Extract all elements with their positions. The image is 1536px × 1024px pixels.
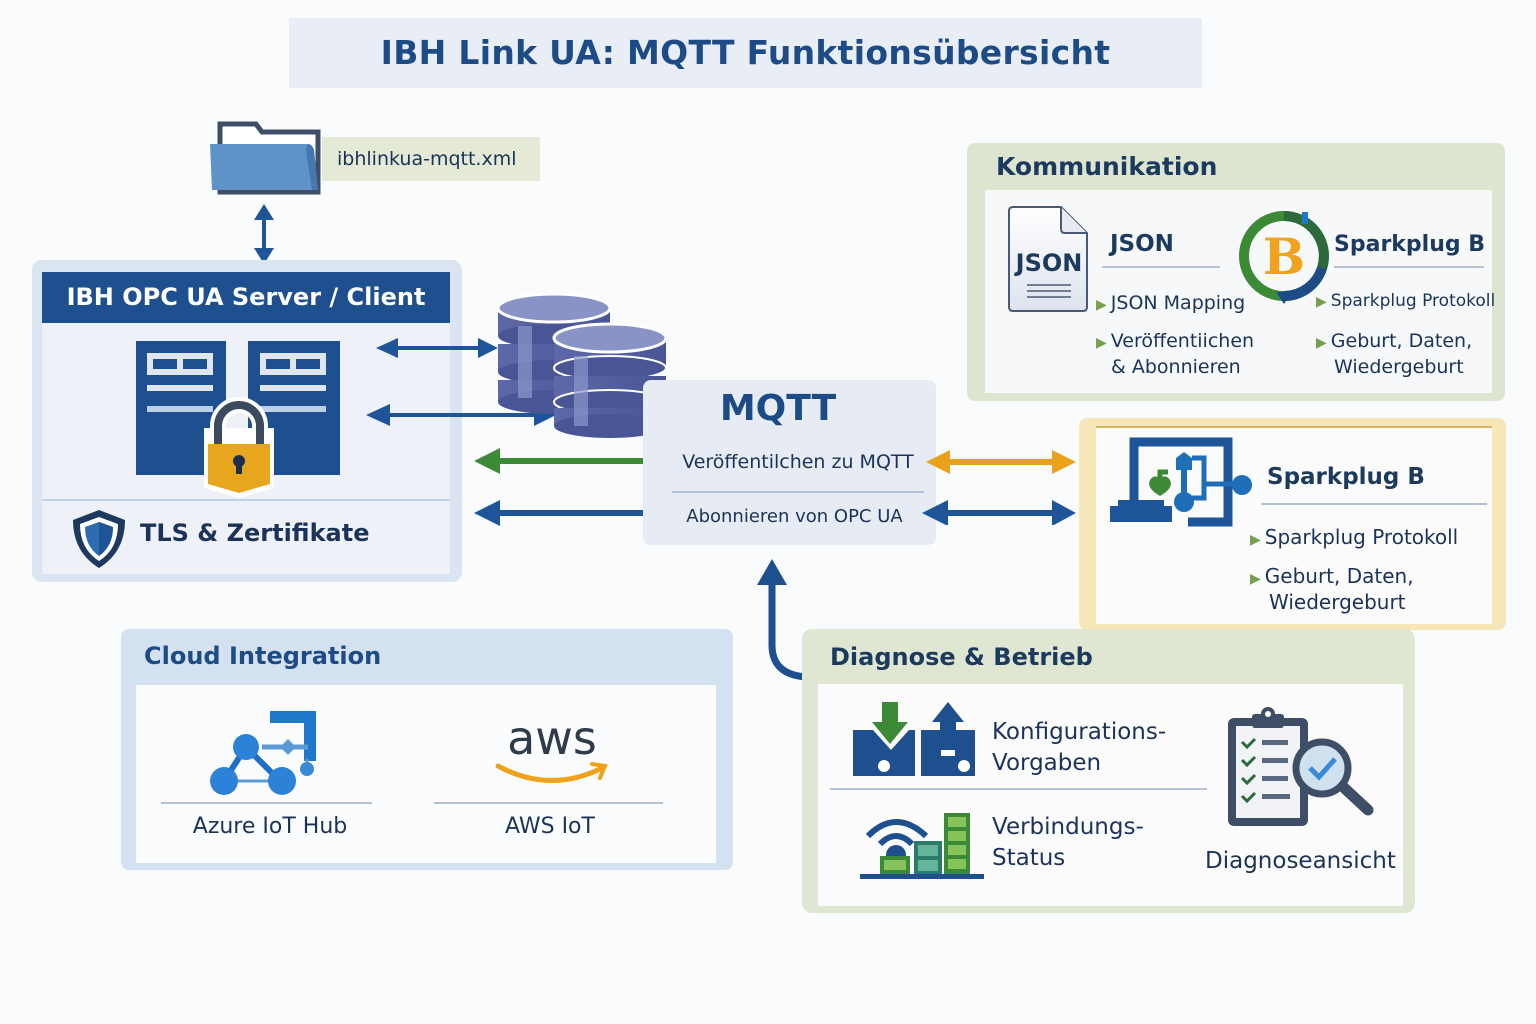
database-icon xyxy=(496,292,668,438)
tls-certificates-label: TLS & Zertifikate xyxy=(140,519,370,547)
sparkplug-box-bullet-rebirth: Wiedergeburt xyxy=(1269,590,1406,614)
diagnose-betrieb-title: Diagnose & Betrieb xyxy=(830,643,1093,671)
sparkplug-box-bullet-birth: ▶Geburt, Daten, xyxy=(1250,564,1414,588)
kommunikation-title: Kommunikation xyxy=(996,152,1218,181)
sparkplug-bullet-protocol: ▶Sparkplug Protokoll xyxy=(1316,291,1496,311)
json-icon-text: JSON xyxy=(1014,249,1083,277)
orange-arrow xyxy=(926,450,1076,474)
download-upload-icon xyxy=(853,702,975,776)
diagnose-mqtt-arrow xyxy=(757,559,808,681)
aws-logo-text: aws xyxy=(507,711,597,765)
sparkplug-box-heading: Sparkplug B xyxy=(1267,464,1425,490)
config-defaults-label: Konfigurations-Vorgaben xyxy=(992,719,1167,776)
cloud-integration-title: Cloud Integration xyxy=(144,642,382,670)
server-db-arrow-1 xyxy=(376,338,498,358)
computer-network-icon xyxy=(1110,437,1252,527)
mqtt-sparkplug-arrows xyxy=(922,450,1076,525)
json-bullet-publish: ▶Veröffentiichen xyxy=(1096,330,1255,352)
json-heading: JSON xyxy=(1110,231,1174,257)
sparkplug-box-bullet-protocol: ▶Sparkplug Protokoll xyxy=(1250,525,1459,549)
sparkplug-b-logo-icon: B xyxy=(1239,211,1329,304)
folder-icon xyxy=(210,121,321,195)
json-file-icon: JSON xyxy=(1008,206,1088,312)
mqtt-panel xyxy=(643,380,936,545)
connection-status-label: Verbindungs-Status xyxy=(992,814,1144,871)
json-bullet-mapping: ▶JSON Mapping xyxy=(1096,292,1246,314)
sparkplug-heading: Sparkplug B xyxy=(1334,232,1486,257)
config-file-label: ibhlinkua-mqtt.xml xyxy=(322,137,540,181)
mqtt-title: MQTT xyxy=(719,388,837,429)
sparkplug-bullet-rebirth: Wiedergeburt xyxy=(1334,356,1464,378)
title-bar xyxy=(289,18,1202,88)
diagnostic-view-label: Diagnoseansicht xyxy=(1205,848,1396,874)
aws-logo-icon: aws xyxy=(495,711,608,783)
aws-iot-label: AWS IoT xyxy=(505,814,595,839)
sparkplug-b-letter: B xyxy=(1263,227,1305,286)
json-bullet-subscribe: & Abonnieren xyxy=(1111,356,1241,378)
signal-bars-icon xyxy=(860,813,984,879)
azure-iot-hub-icon xyxy=(210,711,316,795)
sparkplug-bullet-birth: ▶Geburt, Daten, xyxy=(1316,330,1473,352)
clipboard-search-icon xyxy=(1228,707,1374,826)
mqtt-publish-label: Veröffentilchen zu MQTT xyxy=(682,451,914,473)
azure-iot-hub-label: Azure IoT Hub xyxy=(192,814,348,839)
server-header: IBH OPC UA Server / Client xyxy=(42,272,450,323)
blue-arrow xyxy=(922,500,1076,525)
file-server-arrow xyxy=(254,204,274,264)
server-lock-icon xyxy=(136,341,340,498)
mqtt-subscribe-label: Abonnieren von OPC UA xyxy=(686,506,903,527)
shield-icon xyxy=(73,510,125,568)
page-title: IBH Link UA: MQTT Funktionsübersicht xyxy=(380,33,1111,72)
